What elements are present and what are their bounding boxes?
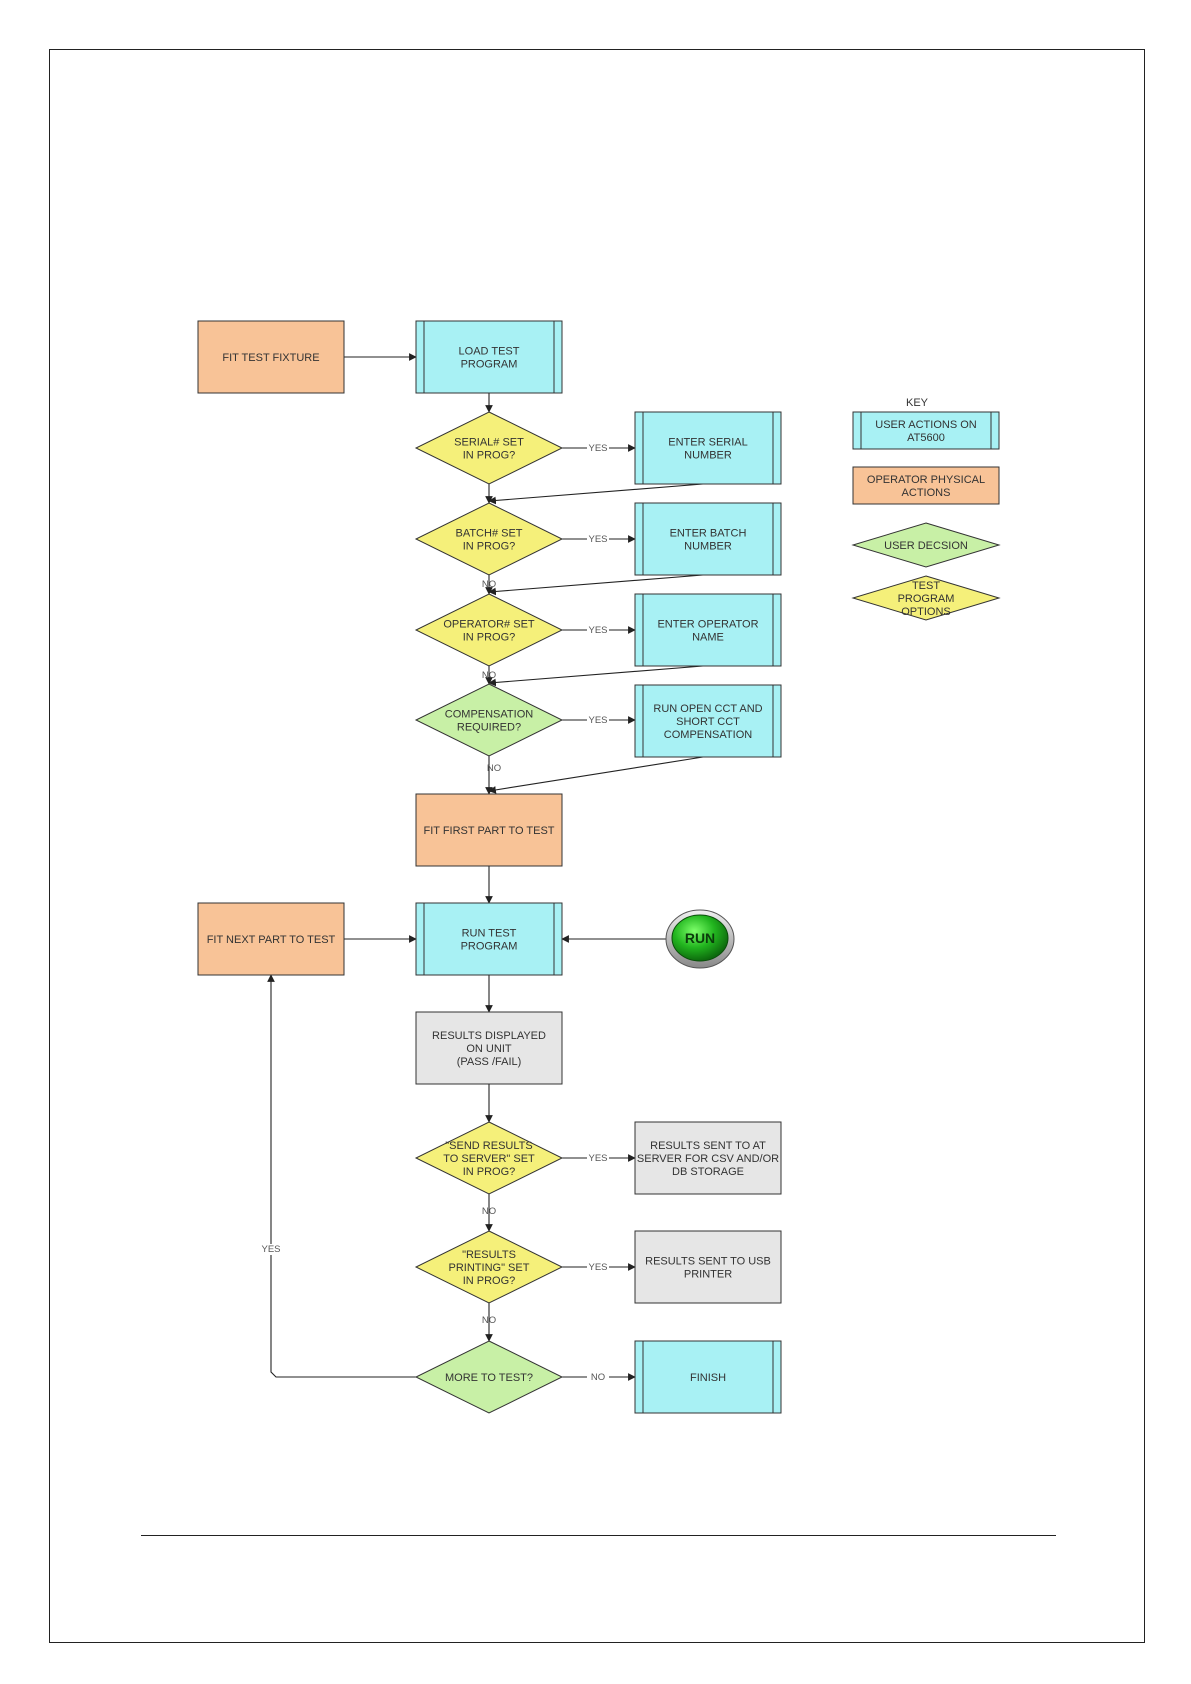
results-displayed-box-label: RESULTS DISPLAYED [432, 1030, 546, 1042]
edge-more-yes [267, 974, 416, 1378]
compensation-decision-label: REQUIRED? [457, 722, 521, 734]
key-test-program-options-label: TEST [912, 580, 940, 592]
load-test-program-box-label: LOAD TEST [459, 346, 520, 358]
edge-label-printing-no: NO [482, 1315, 496, 1326]
results-printing-decision-label: "RESULTS [462, 1249, 516, 1261]
run-test-program-box-label: PROGRAM [461, 941, 518, 953]
more-to-test-decision-label: MORE TO TEST? [445, 1372, 533, 1384]
operator-set-decision-label: IN PROG? [463, 632, 516, 644]
enter-batch-box-label: NUMBER [684, 541, 732, 553]
page-border [49, 49, 1145, 1643]
edge-operator-return [488, 665, 704, 687]
results-server-box-label: DB STORAGE [672, 1166, 744, 1178]
serial-set-decision-label: SERIAL# SET [454, 437, 524, 449]
fit-next-part-box: FIT NEXT PART TO TEST [197, 902, 345, 976]
run-test-program-box-label: RUN TEST [462, 928, 517, 940]
edge-label-server-yes: YES [588, 1153, 607, 1164]
edge-compensation-return [488, 756, 704, 794]
enter-serial-box-label: NUMBER [684, 450, 732, 462]
key-operator-physical-label: OPERATOR PHYSICAL [867, 474, 985, 486]
edge-label-batch-no: NO [482, 579, 496, 590]
edge-label-server-no: NO [482, 1206, 496, 1217]
footer-divider [141, 1535, 1056, 1536]
key-operator-physical-label: ACTIONS [902, 487, 951, 499]
key-user-actions-label: USER ACTIONS ON [875, 419, 977, 431]
enter-operator-box-label: ENTER OPERATOR [657, 619, 758, 631]
run-compensation-box-label: RUN OPEN CCT AND [653, 703, 762, 715]
fit-first-part-box-label: FIT FIRST PART TO TEST [423, 825, 554, 837]
results-printing-decision-label: IN PROG? [463, 1275, 516, 1287]
edge-serial-return [488, 483, 704, 505]
batch-set-decision-label: IN PROG? [463, 541, 516, 553]
results-displayed-box-label: (PASS /FAIL) [457, 1056, 522, 1068]
edge-batch-return [488, 574, 704, 596]
fit-test-fixture-box: FIT TEST FIXTURE [197, 320, 345, 394]
serial-set-decision-label: IN PROG? [463, 450, 516, 462]
finish-box-label: FINISH [690, 1372, 726, 1384]
key-user-actions-label: AT5600 [907, 432, 945, 444]
fit-next-part-box-label: FIT NEXT PART TO TEST [207, 934, 336, 946]
send-to-server-decision-label: IN PROG? [463, 1166, 516, 1178]
key-test-program-options-label: PROGRAM [898, 593, 955, 605]
compensation-decision-label: COMPENSATION [445, 709, 533, 721]
batch-set-decision-label: BATCH# SET [455, 528, 522, 540]
connectors: YES YES NO YES NO YES NO YES NO YES NO NO YES [260, 353, 704, 1383]
results-usb-box-label: PRINTER [684, 1269, 732, 1281]
enter-serial-box-label: ENTER SERIAL [668, 437, 747, 449]
enter-batch-box-label: ENTER BATCH [670, 528, 747, 540]
results-server-box-label: RESULTS SENT TO AT [650, 1140, 766, 1152]
edge-label-operator-no: NO [482, 670, 496, 681]
more-to-test-decision: MORE TO TEST? [414, 1340, 564, 1414]
send-to-server-decision-label: "SEND RESULTS [445, 1140, 532, 1152]
results-usb-box-label: RESULTS SENT TO USB [645, 1256, 771, 1268]
enter-operator-box-label: NAME [692, 632, 724, 644]
send-to-server-decision-label: TO SERVER" SET [443, 1153, 535, 1165]
edge-label-compensation-no: NO [487, 763, 501, 774]
run-compensation-box-label: COMPENSATION [664, 729, 752, 741]
edge-label-compensation-yes: YES [588, 715, 607, 726]
load-test-program-box-label: PROGRAM [461, 359, 518, 371]
results-printing-decision-label: PRINTING" SET [449, 1262, 530, 1274]
fit-first-part-box: FIT FIRST PART TO TEST [415, 793, 563, 867]
key-user-decision: USER DECSION [851, 522, 1001, 568]
key-test-program-options-label: OPTIONS [901, 606, 951, 618]
key-user-decision-label: USER DECSION [884, 540, 968, 552]
edge-label-serial-yes: YES [588, 443, 607, 454]
run-button-label: RUN [685, 930, 715, 946]
edge-label-more-no: NO [591, 1372, 605, 1383]
edge-label-more-yes: YES [261, 1244, 280, 1255]
fit-test-fixture-box-label: FIT TEST FIXTURE [222, 352, 319, 364]
results-displayed-box-label: ON UNIT [466, 1043, 512, 1055]
edge-label-operator-yes: YES [588, 625, 607, 636]
key-title: KEY [906, 397, 929, 409]
edge-label-printing-yes: YES [588, 1262, 607, 1273]
finish-box: FINISH [634, 1340, 782, 1414]
edge-label-batch-yes: YES [588, 534, 607, 545]
operator-set-decision-label: OPERATOR# SET [443, 619, 535, 631]
run-compensation-box-label: SHORT CCT [676, 716, 740, 728]
results-server-box-label: SERVER FOR CSV AND/OR [637, 1153, 779, 1165]
run-button-icon: RUN [665, 909, 735, 969]
